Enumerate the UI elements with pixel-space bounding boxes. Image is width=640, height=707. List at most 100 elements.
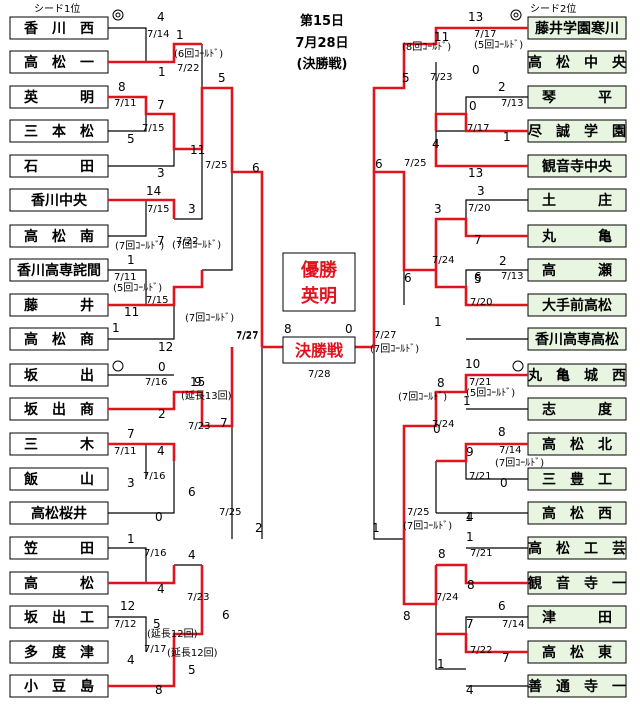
- team-name: 香川高専高松: [534, 331, 619, 348]
- match-score: 10: [465, 357, 480, 371]
- match-score: 6: [252, 161, 260, 175]
- match-score: 7: [127, 427, 135, 441]
- bracket-line: [108, 27, 147, 62]
- match-score: 1: [176, 28, 184, 42]
- team-left: 高 松: [9, 571, 109, 595]
- champion-line1: 優勝: [300, 259, 338, 281]
- team-name: 観音寺中央: [542, 158, 613, 175]
- team-name: 英 明: [23, 89, 94, 106]
- match-note: 7/27: [236, 331, 258, 342]
- team-name: 三 本 松: [24, 123, 94, 140]
- match-note: 7/16: [144, 548, 166, 559]
- final-right-score: 0: [345, 322, 353, 336]
- winner-line: [434, 270, 528, 307]
- match-score: 7: [157, 234, 165, 248]
- team-name: 高 松 南: [24, 228, 94, 245]
- header-round: (決勝戦): [297, 56, 348, 72]
- team-name: 土 庄: [542, 192, 612, 209]
- seed-label-right: シード2位: [530, 2, 576, 15]
- match-score: 5: [218, 71, 226, 85]
- team-left: 香川高専詫間: [9, 258, 109, 282]
- match-score: 8: [155, 683, 163, 697]
- winner-line: [108, 95, 176, 131]
- bracket-line: [108, 131, 175, 167]
- match-score: 7: [157, 98, 165, 112]
- match-note: 7/24: [432, 419, 454, 430]
- team-right: 志 度: [527, 397, 627, 421]
- team-name: 高 松: [24, 575, 94, 592]
- match-score: 0: [155, 510, 163, 524]
- match-note: 7/21: [470, 548, 492, 559]
- team-right: 高 瀬: [527, 258, 627, 282]
- match-note: 7/22: [470, 645, 492, 656]
- team-name: 丸 亀: [541, 228, 612, 245]
- match-note: 7/23: [187, 592, 209, 603]
- champion-line2: 英明: [300, 285, 337, 307]
- match-note: 7/16: [143, 471, 165, 482]
- match-score: 0: [500, 476, 508, 490]
- team-name: 高 松 商: [24, 331, 94, 348]
- team-right: 高 松 東: [527, 640, 627, 664]
- match-note: (7回ｺｰﾙﾄﾞ): [185, 312, 234, 324]
- team-name: 大手前高松: [542, 297, 612, 314]
- team-name: 小 豆 島: [24, 678, 94, 695]
- team-name: 津 田: [542, 609, 612, 626]
- match-note: (5回ｺｰﾙﾄﾞ): [466, 387, 515, 399]
- team-name: 藤 井: [24, 297, 94, 314]
- team-name: 琴 平: [542, 90, 612, 106]
- team-right: 丸 亀 城 西: [527, 363, 627, 387]
- team-name: 三 木: [24, 436, 95, 453]
- match-note: 7/17: [474, 29, 496, 40]
- winner-line: [434, 112, 528, 133]
- winner-line: [402, 373, 528, 606]
- match-note: 7/12: [114, 619, 136, 630]
- winner-line: [108, 270, 204, 307]
- team-name: 志 度: [542, 401, 613, 418]
- match-score: 11: [434, 30, 449, 44]
- match-note: (7回ｺｰﾙﾄﾞ): [115, 240, 164, 252]
- team-name: 高 松 東: [542, 644, 612, 661]
- winner-line: [108, 42, 202, 64]
- team-name: 高 瀬: [542, 262, 612, 279]
- match-score: 4: [188, 548, 196, 562]
- team-left: 高 松 商: [9, 327, 109, 351]
- match-score: 9: [466, 445, 474, 459]
- match-note: 7/13: [501, 271, 523, 282]
- match-note: 7/15: [142, 123, 164, 134]
- team-right: 尽 誠 学 園: [527, 119, 627, 143]
- match-score: 6: [375, 157, 383, 171]
- match-score: 1: [127, 532, 135, 546]
- match-score: 4: [432, 137, 440, 151]
- team-name: 高 松 一: [24, 54, 94, 71]
- match-score: 6: [222, 608, 230, 622]
- final-left-score: 8: [284, 322, 292, 336]
- team-name: 藤井学園寒川: [535, 20, 619, 37]
- match-score: 1: [127, 253, 135, 267]
- match-score: 3: [157, 166, 165, 180]
- match-note: 7/11: [114, 446, 136, 457]
- match-score: 1: [437, 657, 445, 671]
- match-note: 7/17: [144, 644, 166, 655]
- bracket-line: [108, 461, 175, 514]
- team-name: 笠 田: [23, 540, 94, 557]
- champion-box: [282, 252, 356, 312]
- winner-line: [434, 217, 528, 270]
- match-score: 0: [433, 422, 441, 436]
- match-score: 14: [146, 184, 161, 198]
- mark-sakaide: [112, 360, 124, 372]
- bracket-line: [108, 305, 175, 340]
- final-date-left: 7/27: [236, 330, 258, 341]
- match-score: 12: [158, 340, 173, 354]
- team-left: 坂 出 工: [9, 605, 109, 629]
- match-score: 6: [404, 271, 412, 285]
- team-name: 高 松 北: [542, 436, 612, 453]
- team-right: 丸 亀: [527, 224, 627, 248]
- match-score: 3: [188, 202, 196, 216]
- winner-line: [436, 563, 528, 585]
- match-note: (延長13回): [181, 390, 232, 402]
- team-left: 石 田: [9, 154, 109, 178]
- match-score: 1: [112, 321, 120, 335]
- match-score: 15: [190, 375, 205, 389]
- match-score: 2: [498, 80, 506, 94]
